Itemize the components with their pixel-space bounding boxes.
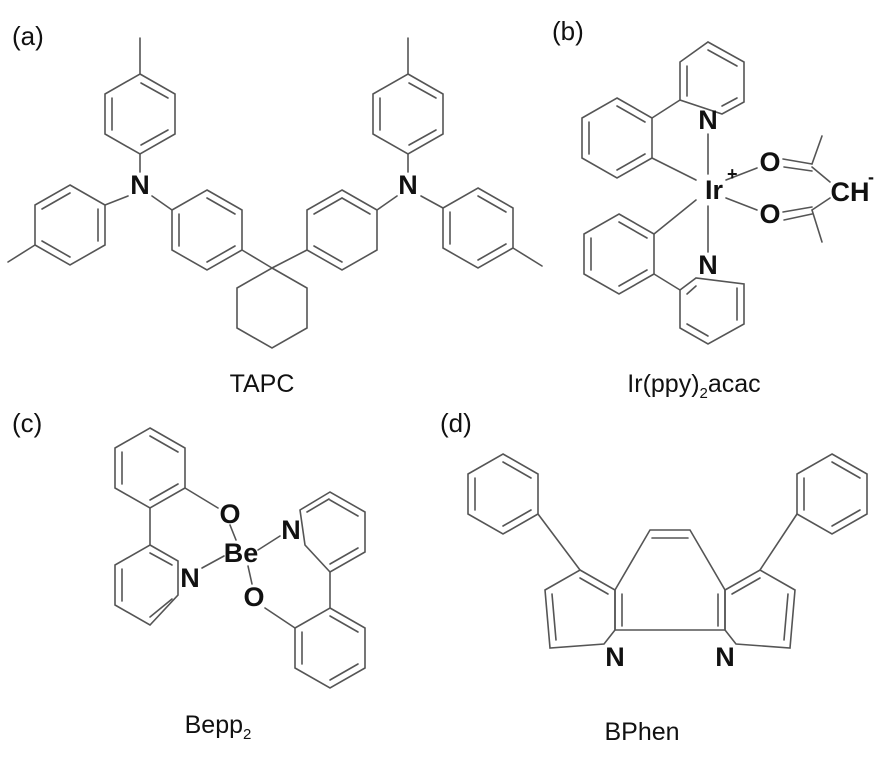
atom-label: O [759, 147, 780, 177]
be-n-bond-left [201, 555, 225, 569]
atom-label: O [759, 199, 780, 229]
structure-bphen: N N [467, 453, 868, 672]
be-o-bond-bottom [247, 565, 253, 585]
tapc-cyclohexane [236, 267, 308, 349]
tapc-ring-left [7, 184, 129, 266]
bepp-pyridine-right [299, 491, 366, 609]
atom-label: N [180, 563, 200, 593]
compound-name-tapc: TAPC [230, 370, 295, 398]
compound-name-bphen: BPhen [604, 718, 679, 746]
atom-label: O [219, 499, 240, 529]
panel-label-c: (c) [12, 408, 42, 438]
atom-label: N [698, 105, 718, 135]
atom-charge: + [727, 164, 738, 184]
irppy-phenyl-top [581, 97, 697, 181]
bepp-phenyl-bottom [264, 607, 366, 689]
atom-label: Be [224, 538, 259, 568]
bepp-phenyl-top [114, 427, 219, 546]
be-o-bond-top [229, 524, 237, 541]
panel-c: (c) [12, 408, 366, 743]
panel-label-b: (b) [552, 16, 584, 46]
atom-label: N [698, 250, 718, 280]
atom-label: N [605, 642, 625, 672]
irppy-pyridine-top [679, 41, 745, 115]
bphen-ring-left [544, 569, 616, 649]
atom-label: N [281, 515, 301, 545]
structure-tapc: N N [7, 37, 543, 349]
tapc-ring-center-right [271, 189, 398, 271]
panel-label-d: (d) [440, 408, 472, 438]
structure-irppy2acac: N N Ir + O O CH - [581, 41, 874, 345]
tapc-ring-center-left [151, 189, 273, 271]
bphen-ring-right [724, 569, 796, 649]
tapc-ring-top-right [372, 37, 444, 173]
panel-b: (b) [552, 16, 874, 402]
atom-label: CH [831, 177, 870, 207]
atom-label: N [398, 170, 418, 200]
compound-name-bepp2: Bepp2 [185, 711, 252, 743]
bphen-phenyl-right [759, 453, 868, 571]
atom-label: Ir [705, 175, 724, 205]
panel-label-a: (a) [12, 21, 44, 51]
structure-bepp2: O Be N N O [114, 427, 366, 689]
atom-label: N [130, 170, 150, 200]
atom-label: N [715, 642, 735, 672]
atom-charge: - [868, 167, 874, 187]
atom-label: O [243, 582, 264, 612]
irppy-pyridine-bottom [679, 277, 745, 345]
compound-name-irppy2acac: Ir(ppy)2acac [627, 370, 760, 402]
bphen-ring-center [614, 529, 726, 631]
bphen-phenyl-left [467, 453, 581, 571]
tapc-ring-top-left [104, 37, 176, 173]
acac-ligand [782, 135, 831, 243]
ir-o-bond-bottom [725, 197, 758, 211]
tapc-ring-right [420, 187, 543, 269]
panel-d: (d) [440, 408, 868, 746]
panel-a: (a) [7, 21, 543, 398]
ir-o-bond-top [725, 167, 758, 181]
irppy-phenyl-bottom [583, 199, 697, 295]
bepp-pyridine-left [114, 544, 179, 627]
be-n-bond-right [257, 535, 281, 551]
